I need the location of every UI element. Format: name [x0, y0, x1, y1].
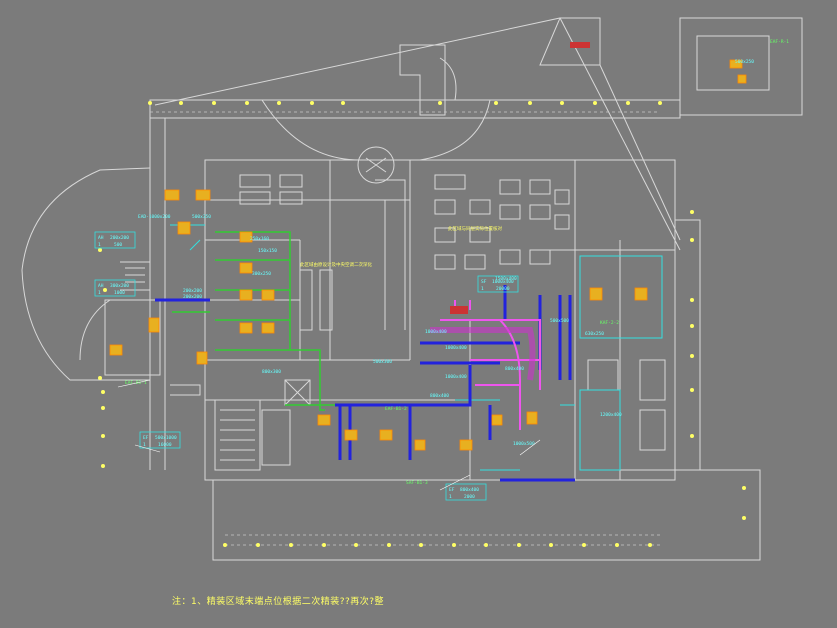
area-notes: 此区域由原设计及中央空调二次深化 此区域与同层实际位置核对	[300, 225, 502, 268]
svg-text:SAF-B1-3: SAF-B1-3	[406, 480, 428, 486]
svg-text:300x200: 300x200	[110, 283, 129, 289]
svg-text:EF: EF	[449, 487, 455, 493]
svg-text:2000: 2000	[464, 494, 475, 500]
svg-text:1: 1	[98, 290, 101, 296]
svg-text:此区域由原设计及中央空调二次深化: 此区域由原设计及中央空调二次深化	[300, 261, 372, 268]
svg-text:1000: 1000	[114, 290, 125, 296]
svg-text:500x500: 500x500	[550, 318, 569, 324]
grid-lines	[150, 111, 660, 546]
drawing-note: 注：1、精装区域末端点位根据二次精装??再次?整	[172, 597, 385, 607]
light-fixtures	[98, 101, 746, 547]
svg-text:SF: SF	[481, 279, 487, 285]
svg-text:800x400: 800x400	[430, 393, 449, 399]
svg-text:1000x400: 1000x400	[445, 374, 467, 380]
svg-text:800x400: 800x400	[460, 487, 479, 493]
svg-text:1: 1	[98, 242, 101, 248]
svg-text:200x200: 200x200	[183, 294, 202, 300]
svg-text:1: 1	[449, 494, 452, 500]
svg-text:500: 500	[114, 242, 122, 248]
leader-lines	[117, 379, 541, 491]
svg-text:1: 1	[481, 286, 484, 292]
svg-text:EF: EF	[143, 435, 149, 441]
svg-text:500x250: 500x250	[735, 59, 754, 65]
svg-text:800x400: 800x400	[505, 366, 524, 372]
svg-text:1500x400: 1500x400	[495, 276, 517, 282]
svg-text:630x250: 630x250	[585, 331, 604, 337]
svg-text:1: 1	[143, 442, 146, 448]
svg-text:KAF-2-2: KAF-2-2	[600, 320, 619, 326]
magenta-ducts	[440, 300, 541, 430]
svg-text:16000: 16000	[158, 442, 172, 448]
svg-text:AH: AH	[98, 235, 104, 241]
svg-text:此区域与同层实际位置核对: 此区域与同层实际位置核对	[448, 225, 502, 232]
svg-text:1000x400: 1000x400	[492, 279, 514, 285]
cyan-lines	[170, 224, 663, 471]
ahu-units	[109, 59, 747, 451]
red-duct-top	[570, 42, 590, 48]
duct-labels: EAD-1000x200 500x350 250x160 150x150 300…	[138, 59, 754, 447]
svg-text:EAF-B1-2: EAF-B1-2	[385, 406, 407, 412]
red-duct	[450, 306, 468, 314]
svg-text:EAF-R-1: EAF-R-1	[770, 39, 789, 45]
spec-tables	[94, 231, 519, 501]
svg-text:200x200: 200x200	[183, 288, 202, 294]
svg-text:300x250: 300x250	[252, 271, 271, 277]
svg-text:EAD-1000x200: EAD-1000x200	[138, 214, 171, 220]
svg-text:150x150: 150x150	[258, 248, 277, 254]
svg-text:500x300: 500x300	[373, 359, 392, 365]
svg-text:1000x400: 1000x400	[445, 345, 467, 351]
green-ducts	[172, 231, 420, 411]
svg-text:AH: AH	[98, 283, 104, 289]
svg-text:250x160: 250x160	[250, 236, 269, 242]
blue-ducts	[155, 285, 575, 482]
building-outline	[21, 17, 803, 561]
svg-text:800x300: 800x300	[262, 369, 281, 375]
svg-text:200x200: 200x200	[110, 235, 129, 241]
svg-text:1000x500: 1000x500	[513, 441, 535, 447]
svg-text:500x350: 500x350	[192, 214, 211, 220]
svg-text:1000x400: 1000x400	[425, 329, 447, 335]
svg-text:500x1000: 500x1000	[155, 435, 177, 441]
equipment-tags: EAF-B1-1 EAF-B1-2 SAF-B1-3 EAF-R-1 KAF-2…	[125, 39, 789, 486]
svg-text:1200x400: 1200x400	[600, 412, 622, 418]
svg-text:20000: 20000	[496, 286, 510, 292]
